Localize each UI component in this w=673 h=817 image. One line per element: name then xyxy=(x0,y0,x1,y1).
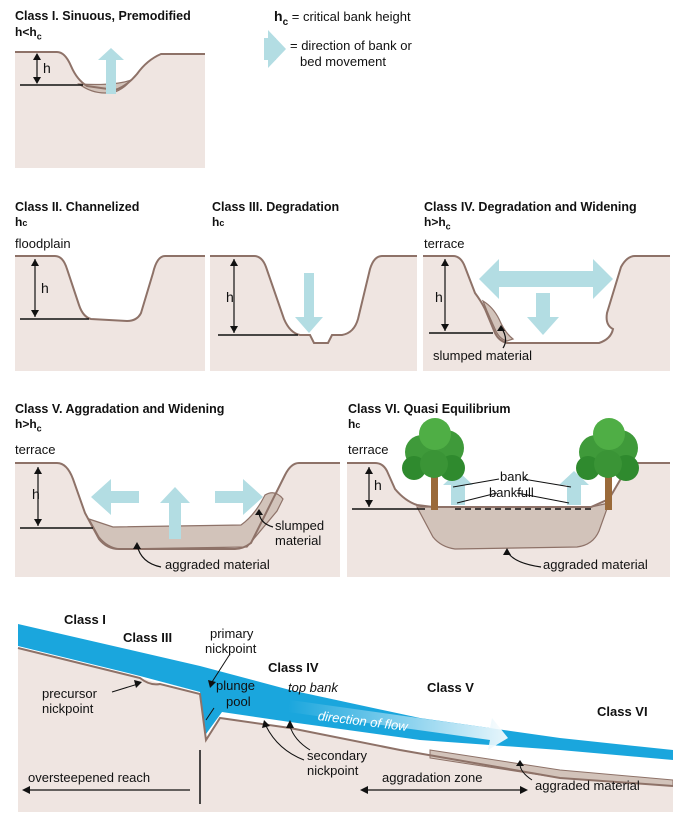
class3-condition: hc xyxy=(212,215,225,229)
profile-class1: Class I xyxy=(64,612,106,627)
class6-aggraded-label: aggraded material xyxy=(543,557,648,572)
legend-arrow-text-2: bed movement xyxy=(300,54,386,69)
class1-h-label: h xyxy=(43,60,51,76)
class6-terrace-label: terrace xyxy=(348,442,389,457)
class4-panel: h slumped material xyxy=(423,253,670,371)
secondary-nickpoint-label-1: secondary xyxy=(307,748,367,763)
profile-diagram: Class I Class III Class IV Class V Class… xyxy=(0,600,673,812)
top-bank-label: top bank xyxy=(288,680,338,695)
class3-panel: h xyxy=(210,253,417,371)
precursor-nickpoint-label-2: nickpoint xyxy=(42,701,94,716)
class2-floodplain-label: floodplain xyxy=(15,236,71,251)
legend-arrow-text-1: = direction of bank or xyxy=(290,38,412,53)
legend-hc: hc = critical bank height xyxy=(274,8,411,28)
class6-condition: hc xyxy=(348,417,361,431)
class4-slumped-label: slumped material xyxy=(433,348,532,363)
class2-h-label: h xyxy=(41,280,49,296)
class5-slumped-label-1: slumped xyxy=(275,518,325,533)
aggraded-material-label: aggraded material xyxy=(535,778,640,793)
class5-condition: h>hc xyxy=(15,417,42,434)
class5-aggraded-label: aggraded material xyxy=(165,557,270,572)
class5-title: Class V. Aggradation and Widening xyxy=(15,402,225,416)
class2-panel: h xyxy=(15,253,205,371)
class2-title: Class II. Channelized xyxy=(15,200,140,214)
class1-panel: h xyxy=(15,40,205,168)
primary-nickpoint-label-2: nickpoint xyxy=(205,641,257,656)
tree-icon xyxy=(400,418,470,515)
class6-bank-label: bank xyxy=(500,469,529,484)
oversteepened-reach-label: oversteepened reach xyxy=(28,770,151,785)
precursor-nickpoint-label-1: precursor xyxy=(42,686,97,701)
class4-terrace-label: terrace xyxy=(424,236,465,251)
legend-arrow-icon xyxy=(264,30,290,73)
aggradation-zone-label: aggradation zone xyxy=(382,770,483,785)
class6-h-label: h xyxy=(374,477,382,493)
class4-title: Class IV. Degradation and Widening xyxy=(424,200,637,214)
legend-hc-text: = critical bank height xyxy=(291,9,411,24)
class1-condition: h<hc xyxy=(15,25,42,42)
primary-nickpoint-label-1: primary xyxy=(210,626,254,641)
profile-class5: Class V xyxy=(427,680,474,695)
class5-slumped-label-2: material xyxy=(275,533,322,548)
class3-title: Class III. Degradation xyxy=(212,200,340,214)
class6-title: Class VI. Quasi Equilibrium xyxy=(348,402,511,416)
class6-panel: h bank bankfull aggraded material xyxy=(347,459,670,577)
tree-icon xyxy=(574,418,644,515)
profile-class3: Class III xyxy=(123,630,173,645)
class5-terrace-label: terrace xyxy=(15,442,56,457)
secondary-nickpoint-label-2: nickpoint xyxy=(307,763,359,778)
plunge-pool-label-2: pool xyxy=(226,694,251,709)
class3-h-label: h xyxy=(226,289,234,305)
class2-condition: hc xyxy=(15,215,28,229)
legend-hc-symbol: hc xyxy=(274,8,289,28)
profile-class4: Class IV xyxy=(268,660,319,675)
class1-title: Class I. Sinuous, Premodified xyxy=(15,9,191,23)
class4-condition: h>hc xyxy=(424,215,451,232)
plunge-pool-label-1: plunge xyxy=(216,678,256,693)
class6-bankfull-label: bankfull xyxy=(489,485,534,500)
class4-h-label: h xyxy=(435,289,443,305)
class5-panel: h slumped material aggraded material xyxy=(15,459,340,577)
profile-class6: Class VI xyxy=(597,704,648,719)
class5-h-label: h xyxy=(32,486,40,502)
